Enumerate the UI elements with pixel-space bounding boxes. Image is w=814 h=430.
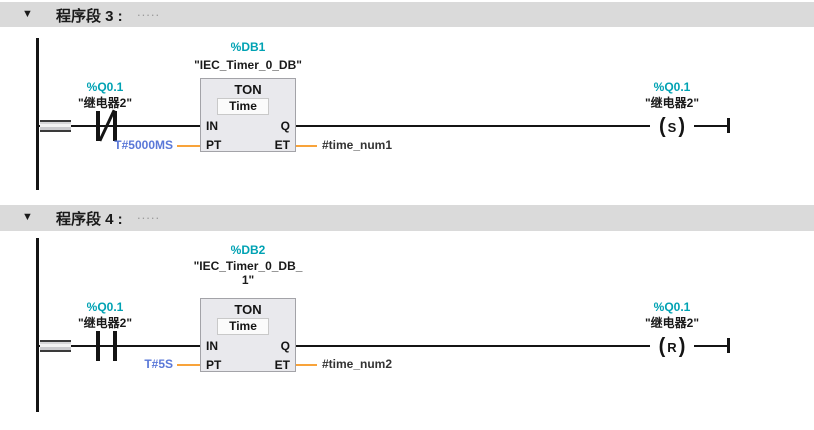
timer-type-label: TON <box>234 82 262 97</box>
pt-wire <box>177 145 200 147</box>
timer-db-address[interactable]: %DB2 <box>230 243 266 257</box>
network-header[interactable]: ▼ 程序段 4 : ..... <box>0 205 814 231</box>
et-wire <box>296 364 317 366</box>
rung-wire-left <box>39 125 200 127</box>
coil-address[interactable]: %Q0.1 <box>653 80 691 94</box>
network-comment-placeholder[interactable]: ..... <box>137 4 161 19</box>
coil-name[interactable]: "继电器2" <box>644 316 700 330</box>
nc-contact[interactable] <box>90 109 124 143</box>
pin-et-label: ET <box>274 138 290 152</box>
pin-in-label: IN <box>206 119 218 133</box>
contact-address[interactable]: %Q0.1 <box>86 80 124 94</box>
network-4: ▼ 程序段 4 : ..... %Q0.1 "继电器2" %DB2 "IEC_T… <box>0 205 814 430</box>
collapse-triangle-icon[interactable]: ▼ <box>22 8 33 20</box>
timer-db-address[interactable]: %DB1 <box>230 40 266 54</box>
contact-bar <box>96 111 100 141</box>
coil-paren-left: ( <box>658 114 666 138</box>
network-3: ▼ 程序段 3 : ..... %Q0.1 "继电器2" %DB1 "IEC_T… <box>0 2 814 205</box>
pin-pt-label: PT <box>206 138 222 152</box>
contact-name[interactable]: "继电器2" <box>77 96 133 110</box>
pin-q-label: Q <box>280 339 290 353</box>
contact-bar <box>113 331 117 361</box>
et-output-tag[interactable]: #time_num2 <box>322 357 393 371</box>
timer-type-label: TON <box>234 302 262 317</box>
rung-wire-left <box>39 345 200 347</box>
network-comment-placeholder[interactable]: ..... <box>137 207 161 222</box>
et-wire <box>296 145 317 147</box>
coil-symbol: R <box>667 339 677 355</box>
rung-wire-end <box>694 125 727 127</box>
pin-q-label: Q <box>280 119 290 133</box>
coil-symbol: S <box>667 119 677 135</box>
ton-timer-block[interactable]: TON Time IN PT Q ET <box>200 298 296 372</box>
timer-datatype-label[interactable]: Time <box>217 318 269 335</box>
rung-end-tick <box>727 338 730 353</box>
network-title: 程序段 3 : <box>56 8 123 25</box>
coil-address[interactable]: %Q0.1 <box>653 300 691 314</box>
pin-pt-label: PT <box>206 358 222 372</box>
network-header[interactable]: ▼ 程序段 3 : ..... <box>0 2 814 27</box>
contact-bar <box>96 331 100 361</box>
network-title: 程序段 4 : <box>56 211 123 228</box>
coil-paren-right: ) <box>678 114 685 138</box>
collapse-triangle-icon[interactable]: ▼ <box>22 211 33 223</box>
contact-address[interactable]: %Q0.1 <box>86 300 124 314</box>
timer-db-name-line2[interactable]: 1" <box>241 273 255 287</box>
power-rail <box>36 38 39 190</box>
contact-name[interactable]: "继电器2" <box>77 316 133 330</box>
set-coil[interactable]: ( S ) <box>650 114 694 138</box>
reset-coil[interactable]: ( R ) <box>650 334 694 358</box>
pt-constant[interactable]: T#5S <box>144 357 173 371</box>
rung-wire-q <box>296 345 650 347</box>
branch-connector[interactable] <box>40 120 71 132</box>
no-contact[interactable] <box>90 329 124 363</box>
timer-datatype-label[interactable]: Time <box>217 98 269 115</box>
timer-db-name-line1[interactable]: "IEC_Timer_0_DB_ <box>193 259 303 273</box>
timer-db-name[interactable]: "IEC_Timer_0_DB" <box>194 58 302 72</box>
contact-bar <box>113 111 117 141</box>
coil-name[interactable]: "继电器2" <box>644 96 700 110</box>
rung-wire-q <box>296 125 650 127</box>
coil-paren-left: ( <box>658 334 666 358</box>
pt-constant[interactable]: T#5000MS <box>114 138 173 152</box>
branch-connector[interactable] <box>40 340 71 352</box>
coil-paren-right: ) <box>678 334 686 358</box>
pt-wire <box>177 364 200 366</box>
et-output-tag[interactable]: #time_num1 <box>322 138 393 152</box>
rung-wire-end <box>694 345 727 347</box>
ton-timer-block[interactable]: TON Time IN PT Q ET <box>200 78 296 152</box>
pin-in-label: IN <box>206 339 218 353</box>
rung-end-tick <box>727 118 730 133</box>
power-rail <box>36 238 39 412</box>
pin-et-label: ET <box>274 358 290 372</box>
